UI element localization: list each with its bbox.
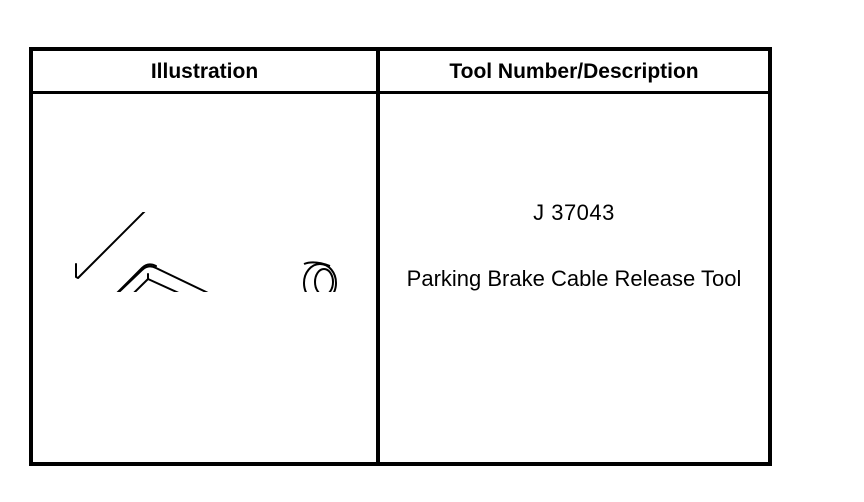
header-tool-description: Tool Number/Description [449, 59, 699, 83]
tool-description-cell: J 37043 Parking Brake Cable Release Tool [380, 94, 768, 462]
parking-brake-cable-release-tool-icon [75, 212, 337, 292]
tool-description: Parking Brake Cable Release Tool [406, 266, 742, 291]
header-illustration: Illustration [150, 59, 259, 83]
illustration-cell [33, 94, 376, 462]
tool-table: Illustration Tool Number/Description [29, 47, 772, 466]
table-header-row: Illustration Tool Number/Description [33, 51, 768, 94]
tool-number: J 37043 [533, 200, 615, 225]
column-divider [376, 51, 380, 462]
